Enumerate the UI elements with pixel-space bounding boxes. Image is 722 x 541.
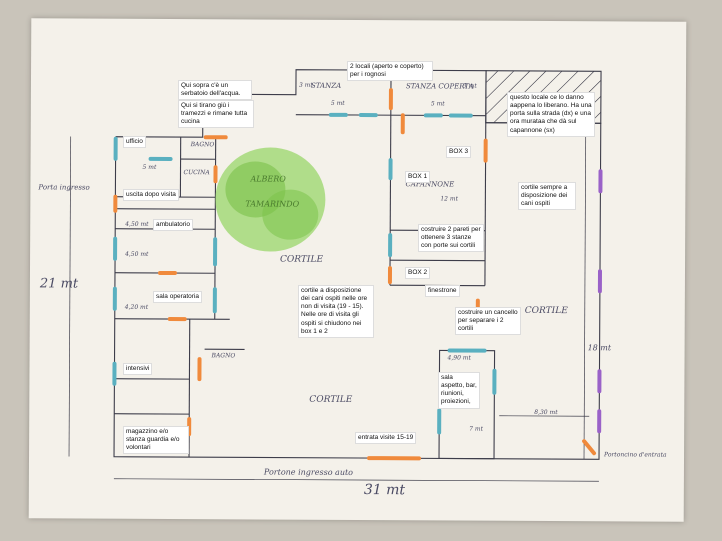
dim-line-21 [68, 136, 72, 457]
note-uscita: uscita dopo visita [123, 189, 179, 202]
wall-magazzino [188, 319, 191, 458]
floor-plan-drawing [68, 69, 603, 482]
note-box1: BOX 1 [405, 171, 431, 184]
note-questo-locale: questo locale ce lo danno aappena lo lib… [507, 92, 595, 137]
hw-cortile-bottom: CORTILE [309, 394, 353, 405]
dim-line-31 [113, 478, 599, 482]
hw-12mt: 12 mt [440, 195, 459, 203]
hw-bagno-top: BAGNO [190, 141, 215, 149]
hw-cortile-mid: CORTILE [280, 254, 324, 265]
door-mark [582, 439, 597, 456]
hw-5mt-right: 5 mt [430, 100, 445, 108]
note-sala-operatoria: sala operatoria [153, 291, 202, 304]
hw-7mt: 7 mt [469, 425, 484, 433]
note-due-locali: 2 locali (aperto e coperto) per i rognos… [347, 61, 433, 82]
note-ambulatorio: ambulatorio [153, 219, 193, 232]
note-box3: BOX 3 [446, 146, 472, 159]
note-serbatoio: Qui sopra c'è un serbatoio dell'acqua. [178, 80, 252, 101]
hw-dim-21: 21 mt [39, 276, 79, 292]
note-sala-aspetto: sala aspetto, bar, riunioni, proiezioni, [438, 372, 480, 409]
hw-5mt-left: 5 mt [330, 99, 345, 107]
note-costruire-pareti: costruire 2 pareti per ottenere 3 stanze… [418, 224, 484, 253]
marks-orange [113, 88, 597, 461]
hw-3mt-right: 3 mt [462, 82, 477, 90]
hw-stanza-left: STANZA [310, 81, 342, 90]
hw-5mt-uff: 5 mt [142, 163, 157, 171]
marks-purple [597, 169, 603, 434]
hw-3mt-left: 3 mt [298, 81, 313, 89]
note-tramezzi: Qui si tirano giù i tramezzi e rimane tu… [178, 100, 254, 129]
hw-dim-31: 31 mt [363, 482, 406, 499]
dim-line-18 [583, 123, 587, 460]
hw-490: 4,90 mt [447, 354, 471, 362]
note-box2: BOX 2 [405, 267, 431, 280]
hw-portone: Portone ingresso auto [263, 467, 354, 477]
hw-450: 4,50 mt [125, 220, 149, 228]
note-cortile-disposizione: cortile a disposizione dei cani ospiti n… [298, 285, 374, 338]
hw-bagno-low: BAGNO [211, 352, 236, 360]
note-ufficio: ufficio [123, 136, 146, 149]
wall-uscita [115, 208, 216, 210]
paper-sheet: Porta ingresso 21 mt 31 mt Portone ingre… [28, 18, 687, 522]
hw-830: 8,30 mt [534, 408, 558, 417]
note-finestrone: finestrone [425, 285, 460, 298]
hw-porta-ingresso: Porta ingresso [38, 183, 90, 192]
note-cortile-sempre: cortile sempre a disposizione dei cani o… [518, 182, 576, 211]
hw-cucina: CUCINA [183, 169, 210, 177]
note-cancello: costruire un cancello per separare i 2 c… [455, 307, 521, 336]
hw-dim-18: 18 mt [587, 343, 612, 353]
note-magazzino: magazzino e/o stanza guardia e/o volonta… [123, 426, 189, 455]
hw-tamarindo: TAMARINDO [245, 199, 300, 209]
hw-albero: ALBERO [250, 174, 286, 184]
hw-portone-dx: Portoncino d'entrata [604, 451, 667, 459]
hw-420: 4,20 mt [124, 303, 149, 311]
hw-450b: 4,50 mt [125, 250, 149, 258]
tamarind-tree [215, 147, 326, 252]
marks-blue [112, 112, 497, 435]
note-intensivi: intensivi [123, 363, 153, 376]
hw-cortile-right: CORTILE [524, 305, 568, 317]
note-entrata-visite: entrata visite 15-19 [355, 432, 417, 445]
